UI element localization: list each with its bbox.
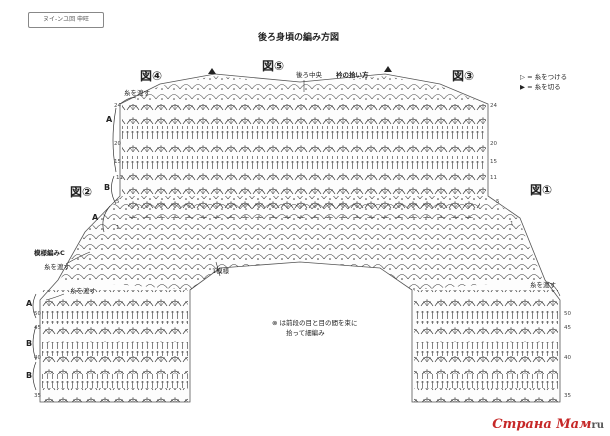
leader-one-pattern xyxy=(215,261,221,277)
lower-left-fans-3 xyxy=(42,356,188,374)
upper-band-fans-top xyxy=(122,104,486,126)
lower-left-fans-2 xyxy=(42,324,188,342)
row-num-ul-3: 11 xyxy=(116,175,123,181)
stitch-note-line-1: ⊗ は前段の目と目の間を束に xyxy=(272,319,358,327)
row-num-ll-1: 45 xyxy=(34,325,41,331)
corner-label-box: ヌイ-ンユ回 申旺 xyxy=(28,12,104,28)
join-yarn-note-lower-left: 糸を渡す xyxy=(70,287,96,295)
lower-right-posts-3 xyxy=(414,374,558,388)
section-letter-lower-b: B xyxy=(26,339,33,348)
middle-mesh xyxy=(60,196,543,290)
upper-band-fans-2 xyxy=(122,140,486,156)
bracket-upper-b xyxy=(111,175,117,205)
lower-left-posts-3 xyxy=(42,374,188,388)
row-num-lr-3: 35 xyxy=(564,393,571,399)
collar-pickup-label: 衿の拾い方 xyxy=(336,71,369,79)
row-num-lr-1: 45 xyxy=(564,325,571,331)
watermark-brand: Страна Мам xyxy=(492,417,592,432)
leader-pattern-c xyxy=(65,251,91,265)
upper-band-posts-1 xyxy=(122,126,486,140)
bracket-lower-b1 xyxy=(32,325,37,361)
section-letter-upper-a: A xyxy=(106,115,113,124)
leader-yarn-bottom xyxy=(45,293,65,301)
one-pattern-label: 1模様 xyxy=(212,267,230,275)
legend-attach: ▷ = 糸をつける xyxy=(520,74,567,81)
row-num-lr-2: 40 xyxy=(564,355,571,361)
row-num-lr-0: 50 xyxy=(564,311,571,317)
row-num-ll-0: 50 xyxy=(34,311,41,317)
page-title: 後ろ身頃の編み方図 xyxy=(258,33,340,43)
upper-band-posts-2 xyxy=(122,156,486,170)
watermark-site: ru xyxy=(591,420,604,431)
legend-attach-text: = 糸をつける xyxy=(527,73,568,81)
row-num-ul-1: 20 xyxy=(114,141,121,147)
pattern-c-label: 模様編みC xyxy=(34,249,65,257)
bracket-lower-a xyxy=(32,293,37,319)
lower-right-fans-1 xyxy=(414,290,558,310)
bracket-upper-c xyxy=(102,205,111,233)
bracket-lower-b2 xyxy=(32,361,37,391)
row-num-ur-2: 15 xyxy=(490,159,497,165)
join-yarn-note-upper: 糸を渡す xyxy=(124,89,150,97)
row-num-ll-2: 40 xyxy=(34,355,41,361)
lower-left-posts-2 xyxy=(42,342,188,356)
row-num-ur-0: 24 xyxy=(490,103,497,109)
lower-right-fans-3 xyxy=(414,356,558,374)
cut-symbol-icon: ▶ xyxy=(520,83,525,91)
row-num-ul-0: 24 xyxy=(114,103,121,109)
bracket-upper-a xyxy=(112,107,117,173)
row-num-ll-3: 35 xyxy=(34,393,41,399)
cut-marker-right xyxy=(384,66,392,72)
attach-marker-left xyxy=(208,68,216,74)
figure-label-4: 図④ xyxy=(140,69,163,83)
row-num-ur-1: 20 xyxy=(490,141,497,147)
figure-label-2: 図② xyxy=(70,185,93,199)
back-center-label: 後ろ中央 xyxy=(296,71,322,79)
join-yarn-note-right: 糸を渡す xyxy=(530,281,556,289)
section-letter-upper-b: B xyxy=(104,183,111,192)
stitch-note-line-2: 拾って細編み xyxy=(286,329,325,337)
lower-right-fans-2 xyxy=(414,324,558,342)
upper-band-fans-3 xyxy=(122,170,486,196)
legend-cut: ▶ = 糸を切る xyxy=(520,84,561,91)
lower-right-posts-1 xyxy=(414,310,558,324)
legend-cut-text: = 糸を切る xyxy=(527,83,561,91)
row-num-ul-5: 1 xyxy=(116,225,120,231)
section-letter-upper-a2: A xyxy=(92,213,99,222)
lower-left-fans-1 xyxy=(42,290,188,310)
figure-label-3: 図③ xyxy=(452,69,475,83)
row-num-ur-4: 5 xyxy=(496,199,500,205)
watermark: Страна Мамru xyxy=(492,417,604,432)
row-num-ul-4: 5 xyxy=(116,199,120,205)
lower-left-posts-1 xyxy=(42,310,188,324)
lower-left-fans-4 xyxy=(42,388,188,402)
leader-yarn-top xyxy=(119,97,137,105)
row-num-ur-5: 1 xyxy=(510,221,514,227)
join-yarn-note-middle: 糸を渡す xyxy=(44,263,70,271)
lower-right-fans-4 xyxy=(414,388,558,402)
leader-yarn-right xyxy=(547,281,561,297)
figure-label-1: 図① xyxy=(530,183,553,197)
lower-right-posts-2 xyxy=(414,342,558,356)
middle-band-fans xyxy=(128,200,480,218)
section-letter-lower-a: A xyxy=(26,299,33,308)
section-letter-lower-b2: B xyxy=(26,371,33,380)
row-num-ur-3: 11 xyxy=(490,175,497,181)
figure-label-5: 図⑤ xyxy=(262,59,285,73)
attach-symbol-icon: ▷ xyxy=(520,73,525,81)
row-num-ul-2: 15 xyxy=(114,159,121,165)
